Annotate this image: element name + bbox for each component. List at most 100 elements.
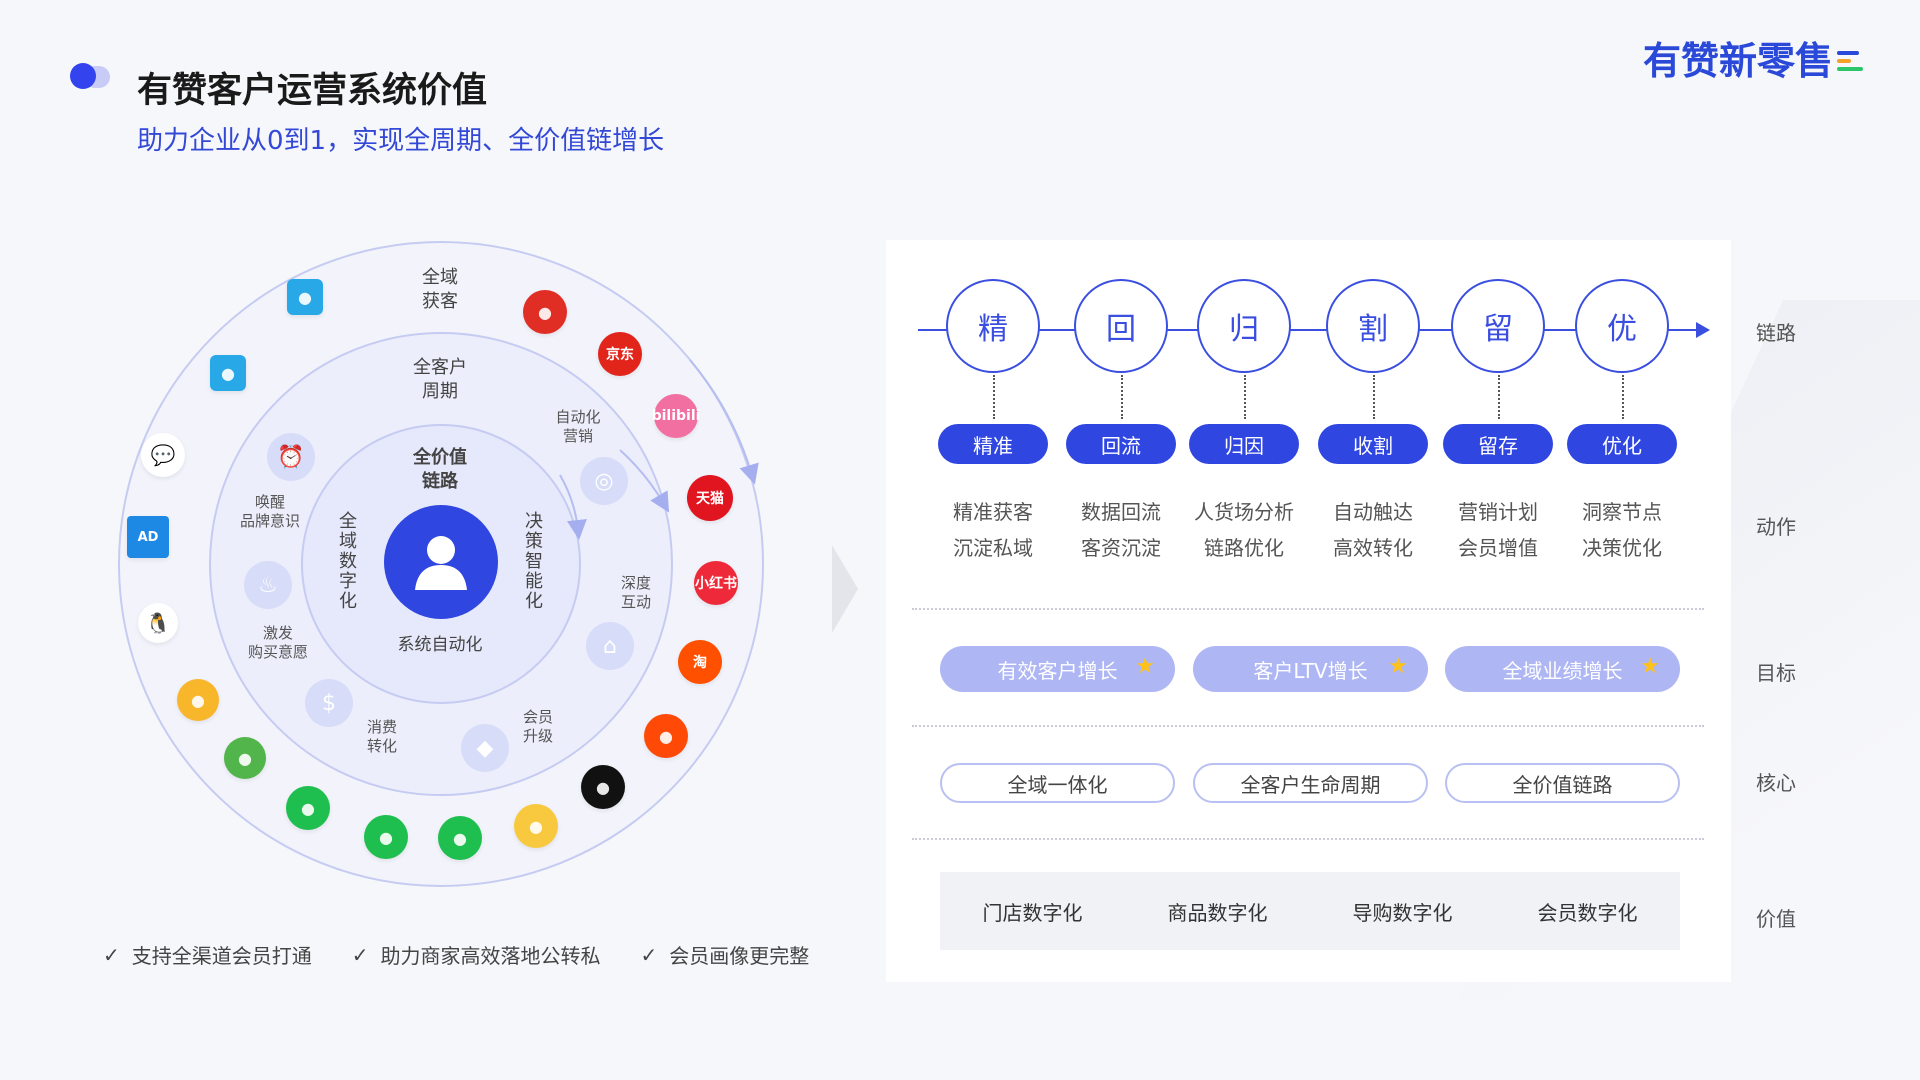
goal-pill: 客户LTV增长★ [1193,646,1428,692]
wechat-icon: ● [438,816,482,860]
action-text: 营销计划会员增值 [1428,494,1568,566]
divider [912,725,1704,727]
brand-logo: 有赞新零售 [1643,30,1863,85]
chain-pill: 优化 [1567,424,1677,464]
connector-line [1121,375,1123,419]
chain-node: 归 [1197,279,1291,373]
value-item: 门店数字化 [982,900,1083,925]
core-pill: 全域一体化 [940,763,1175,803]
title-dot [70,63,96,89]
brand-bars [1837,50,1863,71]
value-chain-panel [886,240,1731,982]
action-text: 洞察节点决策优化 [1552,494,1692,566]
connector-line [1498,375,1500,419]
value-item: 会员数字化 [1537,900,1638,925]
coin-icon: $ [305,679,353,727]
kuaishou-icon: ● [644,714,688,758]
weibo-icon: ● [514,804,558,848]
jd-icon: 京东 [598,332,642,376]
action-text: 数据回流客资沉淀 [1051,494,1191,566]
feature-checklist: ✓支持全渠道会员打通 ✓助力商家高效落地公转私 ✓会员画像更完整 [103,940,809,969]
user-center-icon [384,505,498,619]
basket-user-icon: ● [287,279,323,315]
action-line: 高效转化 [1333,536,1413,560]
star-icon: ★ [1640,654,1660,679]
action-text: 人货场分析链路优化 [1174,494,1314,566]
row-label-goal: 目标 [1756,661,1796,685]
miniprogram-icon: ● [364,815,408,859]
outer-arrow [689,359,759,485]
value-box: 门店数字化 商品数字化 导购数字化 会员数字化 [940,872,1680,950]
action-line: 会员增值 [1458,536,1538,560]
chain-arrow-icon [1696,322,1710,338]
action-text: 自动触达高效转化 [1303,494,1443,566]
value-item: 导购数字化 [1352,900,1453,925]
action-line: 链路优化 [1204,536,1284,560]
tiktok-icon: ● [581,765,625,809]
ring-item-label: 深度互动 [620,574,651,611]
center-bottom-label: 系统自动化 [397,635,483,655]
chain-node: 精 [946,279,1040,373]
ring-item-label: 自动化营销 [555,408,601,445]
diamond-icon: ◆ [461,724,509,772]
ring-item-label: 激发购买意愿 [247,624,308,661]
chain-pill: 收割 [1318,424,1428,464]
middle-arrow [619,449,670,513]
outer-ring-label: 全域获客 [422,267,458,312]
broadcast-home-icon: ⌂ [586,622,634,670]
right-vertical-label: 决策智能化 [525,511,543,612]
inner-arrow [559,474,587,540]
divider [912,838,1704,840]
chain-node: 留 [1451,279,1545,373]
brand-name: 有赞新零售 [1642,39,1833,83]
core-pill: 全价值链路 [1445,763,1680,803]
chain-line [918,329,1698,331]
row-label-value: 价值 [1756,907,1796,931]
core-pill: 全客户生命周期 [1193,763,1428,803]
page-title: 有赞客户运营系统价值 [137,71,488,111]
shopping-bag-icon: ● [210,355,246,391]
butterfly-icon: ● [177,679,219,721]
pinduoduo-icon: ● [523,290,567,334]
bilibili-icon: bilibili [652,394,700,438]
action-line: 洞察节点 [1582,500,1662,524]
check-item: ✓会员画像更完整 [640,942,810,969]
divider [912,608,1704,610]
action-line: 客资沉淀 [1081,536,1161,560]
action-line: 自动触达 [1333,500,1413,524]
chain-pill: 精准 [938,424,1048,464]
action-line: 数据回流 [1081,500,1161,524]
chain-node: 割 [1326,279,1420,373]
action-line: 决策优化 [1582,536,1662,560]
check-icon: ✓ [103,942,120,967]
row-label-core: 核心 [1756,771,1796,795]
action-line: 精准获客 [953,500,1033,524]
ad-icon: AD [127,516,169,558]
goal-pill: 有效客户增长★ [940,646,1175,692]
qq-icon: 🐧 [138,603,178,643]
wecom-contact-icon: ● [286,786,330,830]
chain-pill: 留存 [1443,424,1553,464]
star-icon: ★ [1135,654,1155,679]
connector-line [1373,375,1375,419]
check-icon: ✓ [640,942,658,967]
xiaohongshu-icon: 小红书 [694,561,738,605]
action-text: 精准获客沉淀私域 [923,494,1063,566]
star-icon: ★ [1388,654,1408,679]
row-label-action: 动作 [1756,515,1796,539]
target-icon: ◎ [580,457,628,505]
chat-bubble-icon: 💬 [141,433,185,477]
check-item: ✓助力商家高效落地公转私 [351,942,601,969]
value-item: 商品数字化 [1167,900,1268,925]
alarm-clock-icon: ⏰ [267,433,315,481]
left-vertical-label: 全域数字化 [339,511,357,612]
middle-ring-label: 全客户周期 [413,357,467,402]
flame-icon: ♨ [244,561,292,609]
connector-line [1622,375,1624,419]
tmall-icon: 天猫 [687,475,733,521]
goal-pill: 全域业绩增长★ [1445,646,1680,692]
chain-node: 优 [1575,279,1669,373]
ring-item-label: 唤醒品牌意识 [239,493,300,530]
row-label-chain: 链路 [1756,321,1796,345]
page-subtitle: 助力企业从0到1，实现全周期、全价值链增长 [137,126,665,156]
